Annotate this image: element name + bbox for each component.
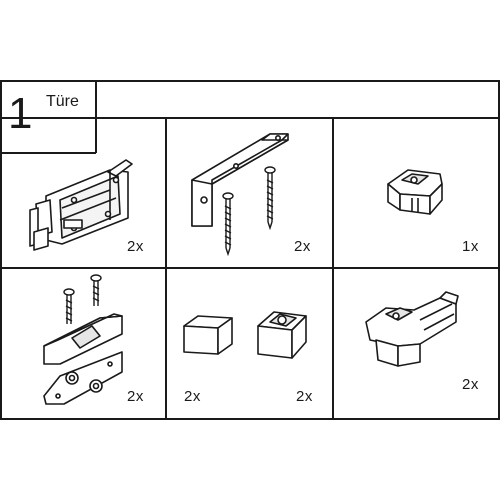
damper-block-quantity: 2x bbox=[296, 388, 313, 405]
soft-close-quantity: 2x bbox=[462, 376, 479, 393]
roller-carriage-quantity: 2x bbox=[127, 388, 144, 405]
guide-clip-quantity: 1x bbox=[462, 238, 479, 255]
angle-bracket-quantity: 2x bbox=[294, 238, 311, 255]
step-number: 1 bbox=[8, 89, 33, 138]
roller-bracket-quantity: 2x bbox=[127, 238, 144, 255]
stopper-block-quantity: 2x bbox=[184, 388, 201, 405]
step-title: Türe bbox=[46, 93, 79, 110]
